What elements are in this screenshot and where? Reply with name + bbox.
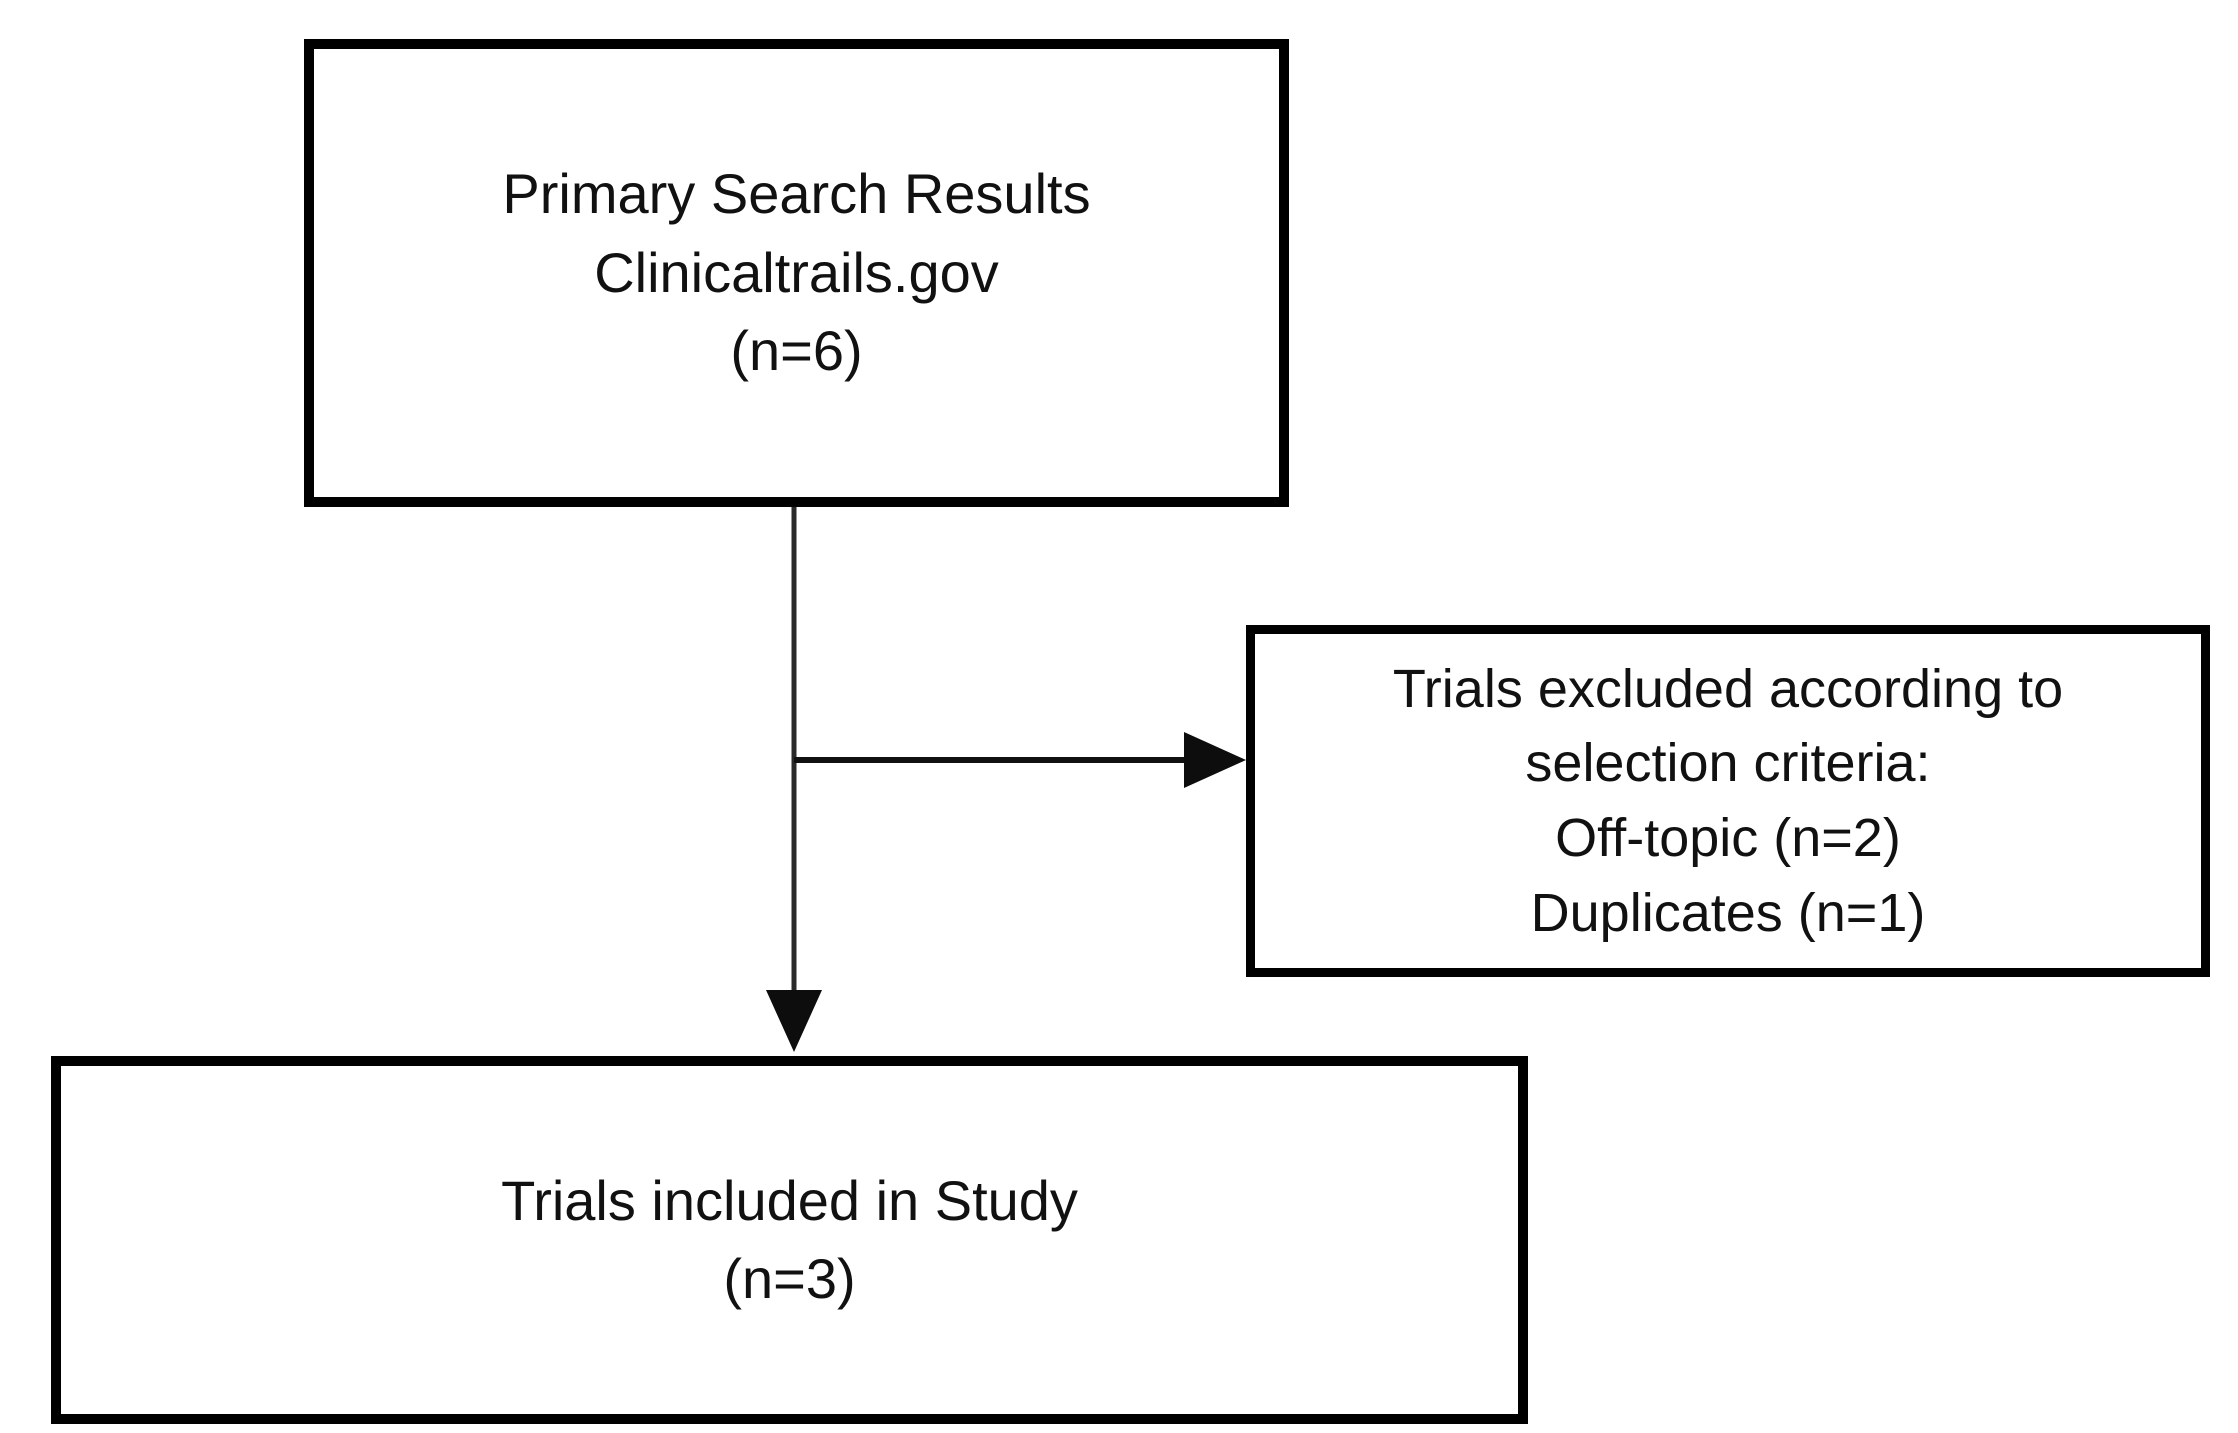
right-arrowhead-icon	[1184, 732, 1246, 788]
primary-search-line-count: (n=6)	[730, 319, 863, 383]
excluded-line-duplicates: Duplicates (n=1)	[1530, 882, 1926, 943]
excluded-line-1: Trials excluded according to	[1392, 658, 2064, 719]
included-line-count: (n=3)	[723, 1247, 856, 1310]
trials-included-text: Trials included in Study (n=3)	[501, 1162, 1078, 1319]
primary-search-results-box: Primary Search Results Clinicaltrails.go…	[304, 39, 1289, 507]
primary-search-line-title: Primary Search Results	[502, 162, 1091, 226]
down-arrowhead-icon	[766, 990, 822, 1052]
trials-included-box: Trials included in Study (n=3)	[51, 1056, 1528, 1424]
trials-excluded-text: Trials excluded according to selection c…	[1393, 652, 2063, 950]
excluded-line-2: selection criteria:	[1525, 733, 1931, 794]
included-line-title: Trials included in Study	[501, 1168, 1078, 1232]
primary-search-results-text: Primary Search Results Clinicaltrails.go…	[502, 155, 1090, 390]
primary-search-line-source: Clinicaltrails.gov	[594, 240, 999, 304]
excluded-line-offtopic: Off-topic (n=2)	[1555, 808, 1901, 868]
trials-excluded-box: Trials excluded according to selection c…	[1246, 625, 2210, 977]
